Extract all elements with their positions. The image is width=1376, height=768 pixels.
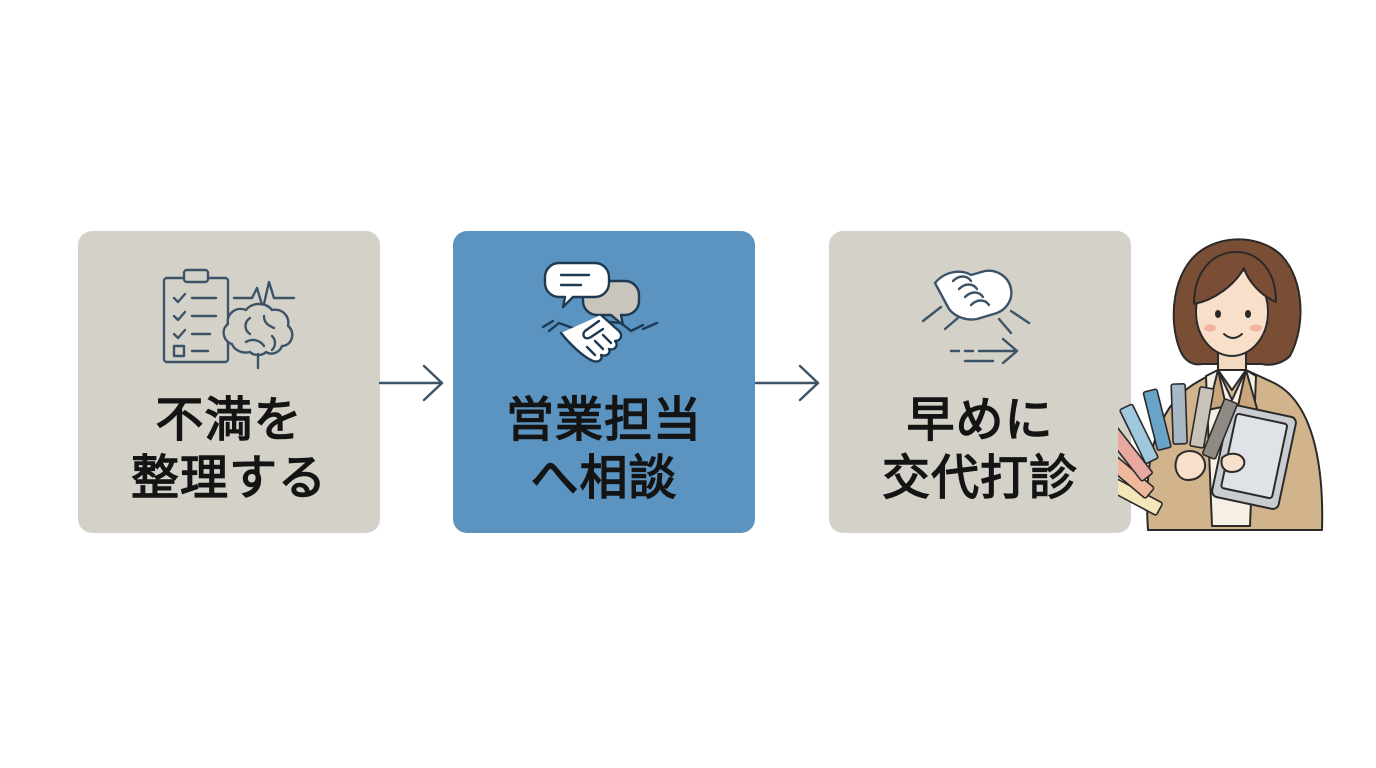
chat-handshake-icon — [453, 259, 755, 379]
handclasp-arrow-icon — [829, 259, 1131, 379]
step-3-label-line1: 早めに — [906, 392, 1054, 448]
arrow-right-icon — [754, 364, 820, 402]
step-1-box: 不満を 整理する — [78, 231, 380, 533]
step-2-label-line2: へ相談 — [530, 450, 678, 506]
step-1-label: 不満を 整理する — [78, 391, 380, 507]
step-2-label: 営業担当 へ相談 — [453, 391, 755, 507]
step-1-label-line1: 不満を — [155, 392, 303, 448]
step-2-label-line1: 営業担当 — [505, 392, 702, 448]
arrow-right-icon — [378, 364, 444, 402]
step-3-box: 早めに 交代打診 — [829, 231, 1131, 533]
step-1-label-line2: 整理する — [130, 450, 327, 506]
step-3-label: 早めに 交代打診 — [829, 391, 1131, 507]
woman-with-color-swatches-illustration — [1118, 238, 1324, 531]
step-2-box: 営業担当 へ相談 — [453, 231, 755, 533]
step-3-label-line2: 交代打診 — [881, 450, 1078, 506]
clipboard-brain-icon — [78, 259, 380, 379]
